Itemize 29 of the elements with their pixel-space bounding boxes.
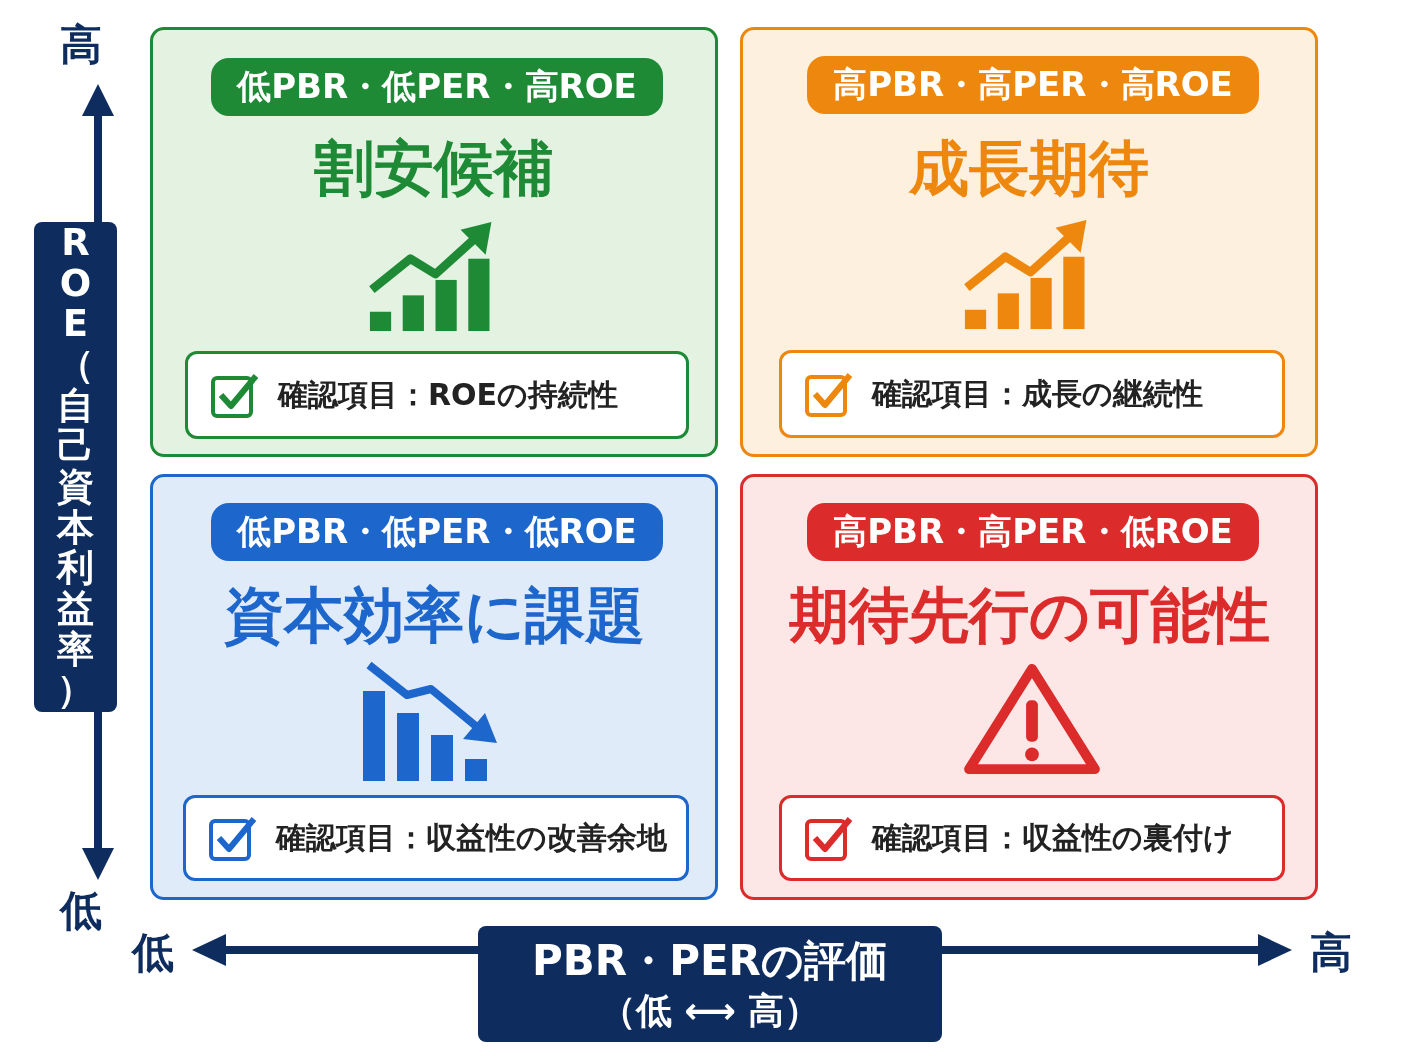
quadrant-title: 資本効率に課題 [222,579,646,652]
category-tag: 低PBR・低PER・低ROE [211,503,663,561]
checkpoint-text: 確認項目：ROEの持続性 [278,375,619,414]
axis-title-box [34,222,117,712]
axis-end-label: 高 [1310,932,1352,974]
checkpoint-box [183,795,689,881]
category-tag: 低PBR・低PER・高ROE [211,58,663,116]
axis-title: ROE（自己資本利益率） [57,222,94,712]
axis-title: PBR・PERの評価 [532,935,888,988]
checkpoint-text: 確認項目：収益性の裏付け [872,818,1234,857]
quadrant-title: 割安候補 [313,132,555,205]
checkpoint-text: 確認項目：収益性の改善余地 [276,818,667,857]
axis-title-box [478,926,942,1042]
checkpoint-box [779,350,1285,438]
quadrant-panel [150,474,718,900]
axis-end-label: 高 [60,24,102,66]
checkpoint-text: 確認項目：成長の継続性 [872,374,1203,413]
quadrant-title: 成長期待 [907,132,1150,205]
axis-end-label: 低 [132,932,174,974]
axis-end-label: 低 [60,890,102,932]
checkpoint-box [185,351,689,439]
axis-range-text: （低 ⟷ 高） [599,988,821,1033]
quadrant-title: 期待先行の可能性 [787,579,1271,652]
quadrant-panel [740,474,1318,900]
quadrant-panel [740,27,1318,457]
checkpoint-box [779,795,1285,881]
category-tag: 高PBR・高PER・高ROE [807,56,1259,114]
category-tag: 高PBR・高PER・低ROE [807,503,1259,561]
quadrant-panel [150,27,718,457]
